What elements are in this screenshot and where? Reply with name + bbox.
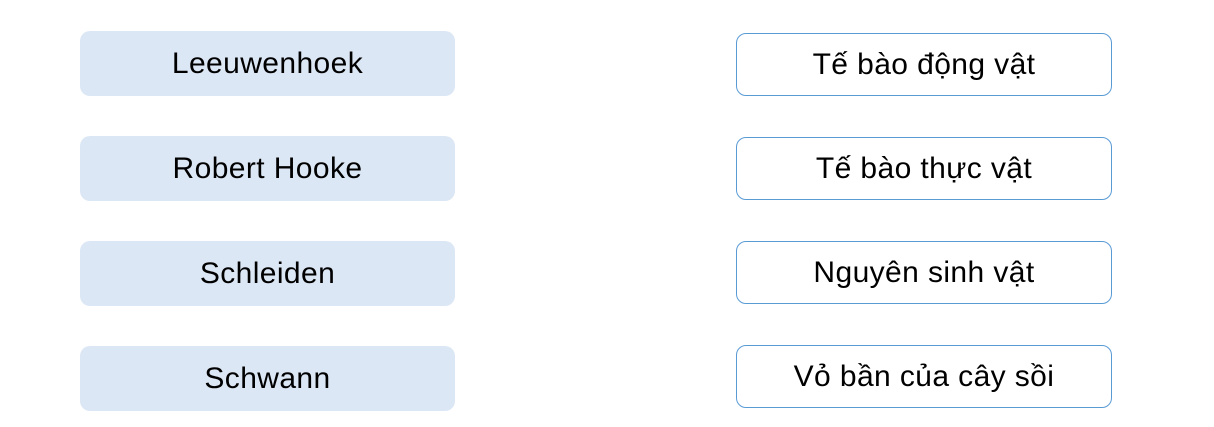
match-source-label: Schleiden [199,256,336,290]
match-target-te-bao-dong-vat[interactable]: Tế bào động vật [736,33,1112,96]
match-target-nguyen-sinh-vat[interactable]: Nguyên sinh vật [736,241,1112,304]
match-target-label: Tế bào động vật [812,47,1036,81]
match-source-robert-hooke[interactable]: Robert Hooke [80,136,455,201]
match-source-label: Schwann [204,361,331,395]
match-target-te-bao-thuc-vat[interactable]: Tế bào thực vật [736,137,1112,200]
match-source-label: Robert Hooke [172,151,363,185]
match-target-label: Nguyên sinh vật [813,255,1035,289]
match-source-leeuwenhoek[interactable]: Leeuwenhoek [80,31,455,96]
match-target-label: Tế bào thực vật [815,151,1033,185]
left-column: Leeuwenhoek Robert Hooke Schleiden Schwa… [80,31,455,411]
match-source-schleiden[interactable]: Schleiden [80,241,455,306]
match-target-label: Vỏ bần của cây sồi [793,359,1055,393]
match-target-vo-ban-cua-cay-soi[interactable]: Vỏ bần của cây sồi [736,345,1112,408]
match-source-label: Leeuwenhoek [171,46,364,80]
right-column: Tế bào động vật Tế bào thực vật Nguyên s… [736,33,1112,408]
match-source-schwann[interactable]: Schwann [80,346,455,411]
